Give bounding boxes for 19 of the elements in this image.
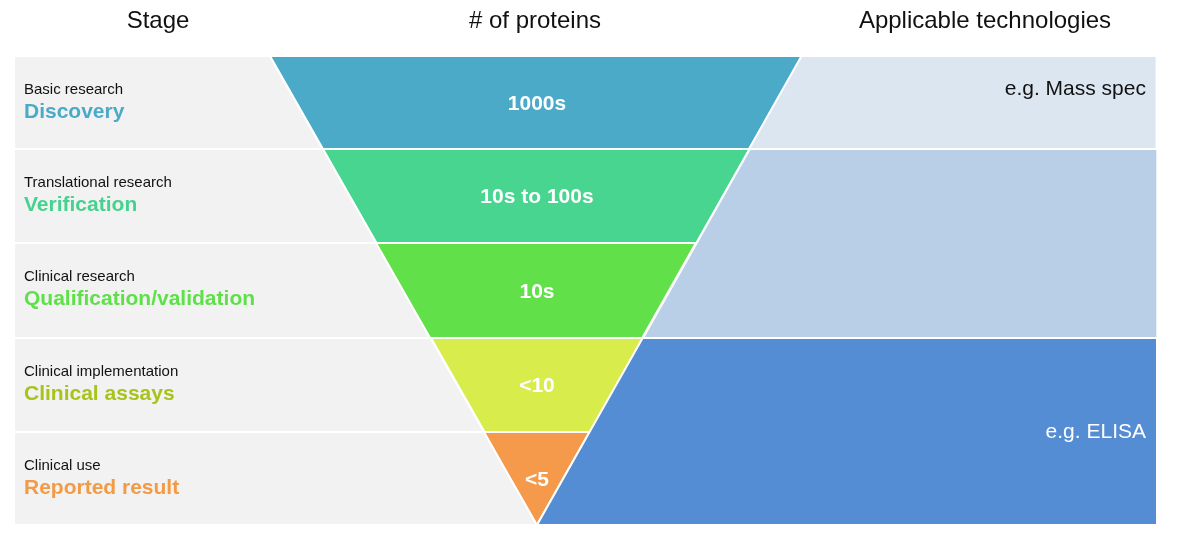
column-header: # of proteins [468, 6, 602, 34]
stage-title: Qualification/validation [24, 286, 256, 310]
stage-subtitle: Translational research [24, 173, 172, 190]
stage-subtitle: Basic research [24, 80, 124, 97]
stage-title: Clinical assays [24, 381, 175, 405]
stage-subtitle: Clinical research [24, 267, 135, 284]
stage-subtitle: Clinical implementation [24, 362, 179, 379]
column-header: Applicable technologies [858, 6, 1112, 34]
technology-text: e.g. ELISA [1045, 418, 1146, 443]
column-header: Stage [126, 6, 190, 34]
protein-count: 10s [519, 278, 555, 303]
stage-subtitle: Clinical use [24, 456, 101, 473]
protein-count: <10 [519, 373, 555, 397]
stage-title: Discovery [24, 99, 125, 123]
stage-title: Verification [24, 192, 138, 216]
protein-count: <5 [525, 466, 549, 491]
stage-title: Reported result [24, 475, 180, 499]
technology-text: e.g. Mass spec [1004, 76, 1146, 100]
protein-count: 10s to 100s [480, 184, 594, 208]
